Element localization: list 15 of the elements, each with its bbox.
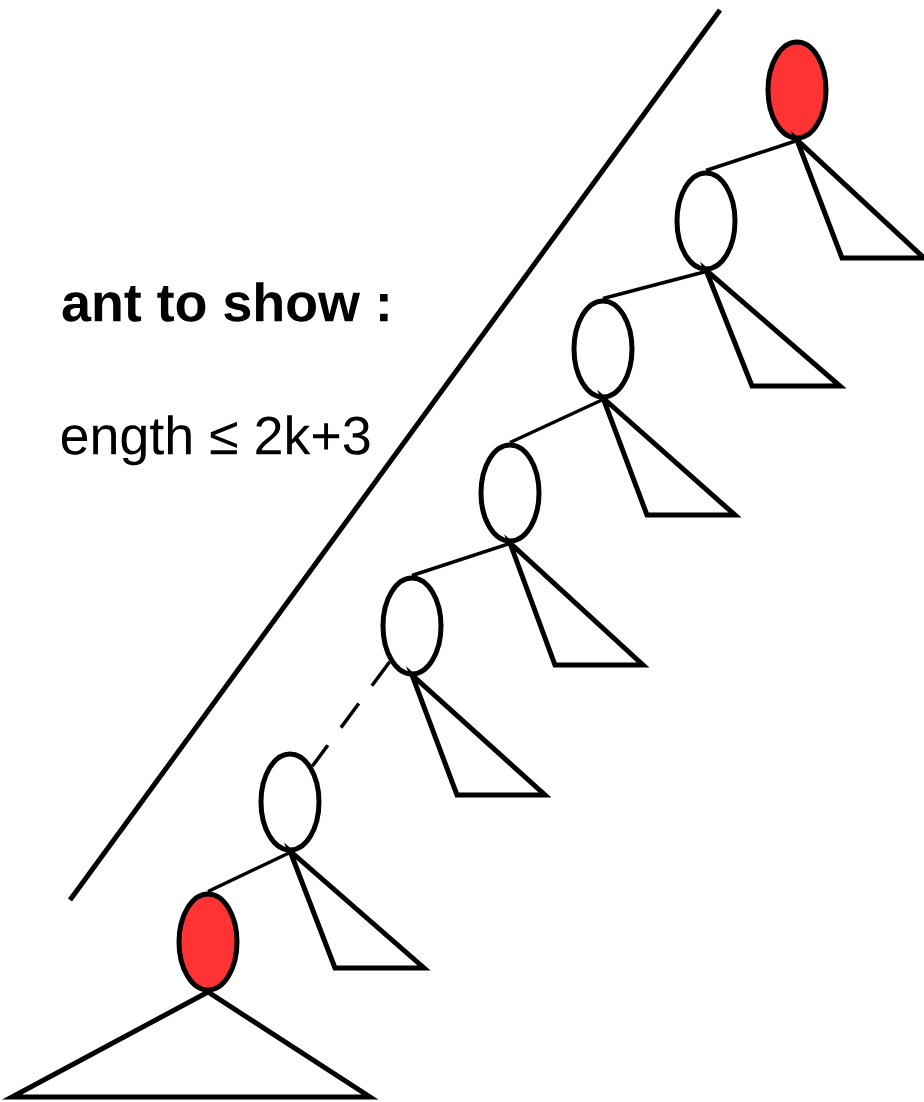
tree-edge <box>411 541 511 578</box>
statement-text: ant to show : <box>62 282 388 322</box>
tree-node <box>258 751 322 853</box>
tree-node <box>571 298 635 400</box>
tree-node <box>765 39 829 141</box>
tree-edge <box>207 850 291 894</box>
statement-text: ength ≤ 2k+3 <box>61 415 370 466</box>
tree-edge <box>705 138 798 173</box>
tree-node <box>674 170 738 272</box>
tree-node <box>176 891 240 993</box>
tree-node <box>380 575 444 677</box>
tree-edge <box>310 660 392 768</box>
tree-edge <box>509 397 604 445</box>
tree-edge <box>602 269 707 301</box>
tree-node <box>478 442 542 544</box>
